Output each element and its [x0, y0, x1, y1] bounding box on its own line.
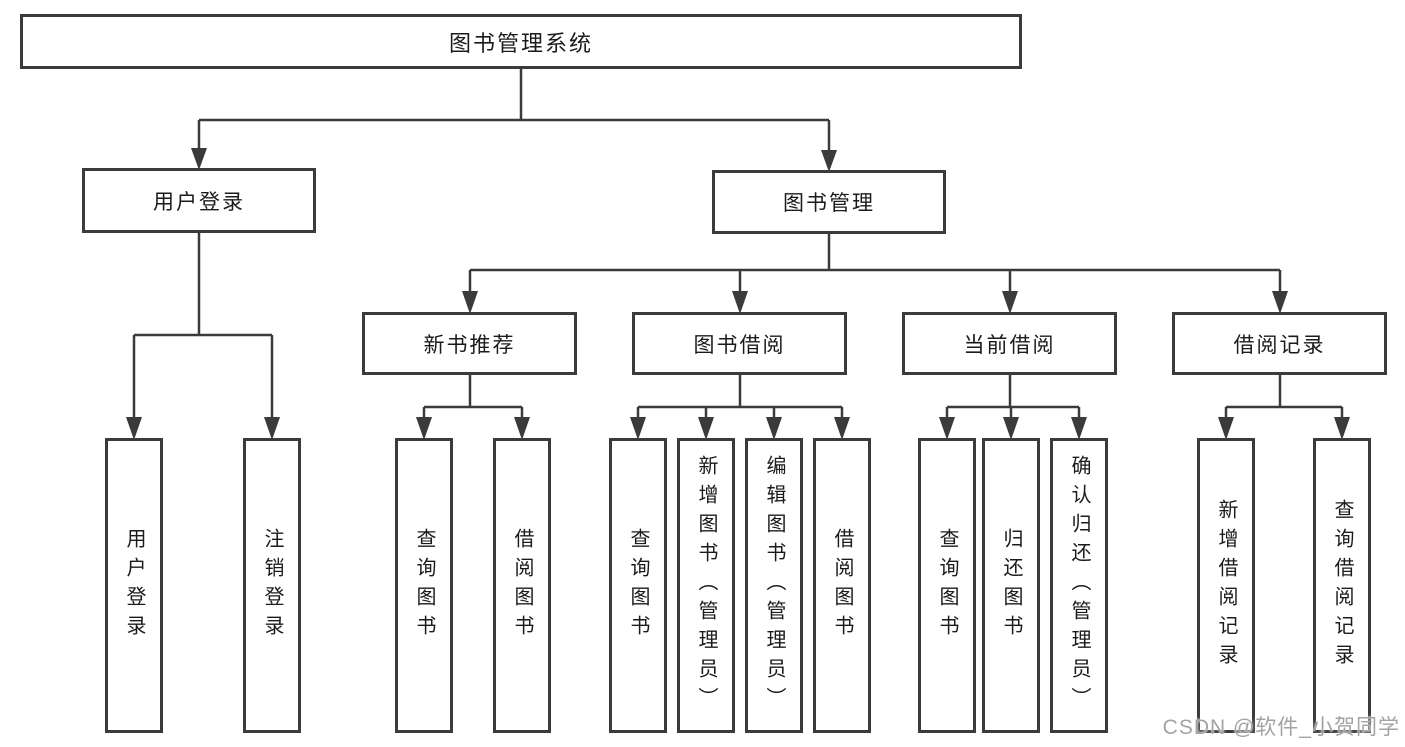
node-label: 新书推荐	[423, 333, 516, 357]
node-label: 图书管理	[783, 192, 875, 215]
node-label: 查询图书	[936, 527, 958, 644]
node-label: 用户登录	[153, 190, 245, 214]
node-label: 借阅图书	[511, 527, 533, 644]
leaf-borrow-books: 借阅图书	[813, 438, 871, 733]
node-borrowing-records: 借阅记录	[1172, 312, 1387, 375]
leaf-query-books-current: 查询图书	[918, 438, 976, 733]
node-label: 查询图书	[627, 527, 649, 644]
node-label: 归还图书	[1000, 527, 1022, 644]
node-new-book-recommendation: 新书推荐	[362, 312, 577, 375]
leaf-query-borrow-record: 查询借阅记录	[1313, 438, 1371, 733]
node-user-login: 用户登录	[82, 168, 316, 233]
node-library-management-system: 图书管理系统	[20, 14, 1022, 69]
node-label: 编辑图书（管理员）	[763, 455, 785, 716]
node-label: 注销登录	[261, 527, 283, 644]
node-label: 图书管理系统	[448, 30, 593, 56]
node-label: 图书借阅	[693, 333, 786, 357]
leaf-add-borrow-record: 新增借阅记录	[1197, 438, 1255, 733]
node-label: 确认归还（管理员）	[1068, 455, 1090, 716]
node-label: 用户登录	[123, 527, 145, 644]
node-label: 新增图书（管理员）	[695, 455, 717, 716]
node-label: 借阅记录	[1233, 333, 1326, 357]
node-label: 借阅图书	[831, 527, 853, 644]
leaf-query-books-borrowing: 查询图书	[609, 438, 667, 733]
node-current-borrowing: 当前借阅	[902, 312, 1117, 375]
node-label: 当前借阅	[963, 333, 1056, 357]
node-label: 新增借阅记录	[1215, 498, 1237, 673]
node-label: 查询图书	[413, 527, 435, 644]
leaf-borrow-books-recommend: 借阅图书	[493, 438, 551, 733]
leaf-logout: 注销登录	[243, 438, 301, 733]
leaf-return-book: 归还图书	[982, 438, 1040, 733]
leaf-confirm-return-admin: 确认归还（管理员）	[1050, 438, 1108, 733]
leaf-user-login: 用户登录	[105, 438, 163, 733]
watermark: CSDN @软件_小贺同学	[1162, 716, 1400, 739]
node-book-borrowing: 图书借阅	[632, 312, 847, 375]
leaf-query-books-recommend: 查询图书	[395, 438, 453, 733]
node-label: 查询借阅记录	[1331, 498, 1353, 673]
leaf-edit-book-admin: 编辑图书（管理员）	[745, 438, 803, 733]
leaf-add-book-admin: 新增图书（管理员）	[677, 438, 735, 733]
node-book-management: 图书管理	[712, 170, 946, 234]
